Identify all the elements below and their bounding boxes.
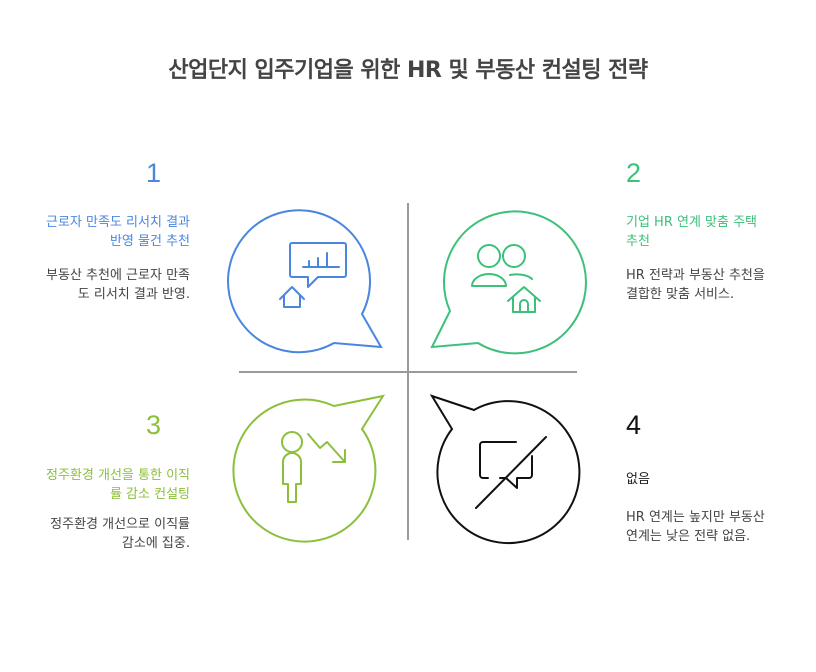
quadrant-3-description: 정주환경 개선으로 이직률 감소에 집중. <box>50 517 190 551</box>
quadrant-1-heading: 근로자 만족도 리서치 결과 반영 물건 추천 <box>46 215 190 249</box>
quadrant-3-number: 3 <box>146 410 162 440</box>
quadrant-2-speech-bubble <box>430 210 587 355</box>
quadrant-2-number: 2 <box>626 158 642 188</box>
quadrant-4-number: 4 <box>626 410 642 440</box>
quadrant-3-speech-bubble <box>232 394 386 543</box>
page-title: 산업단지 입주기업을 위한 HR 및 부동산 컨설팅 전략 <box>168 58 648 83</box>
quadrant-1-description: 부동산 추천에 근로자 만족도 리서치 결과 반영. <box>46 268 190 302</box>
person-trend-down-icon <box>281 431 346 503</box>
quadrant-3-heading: 정주환경 개선을 통한 이직률 감소 컨설팅 <box>46 468 190 502</box>
message-off-icon <box>475 436 547 509</box>
quadrant-2-description: HR 전략과 부동산 추천을 결합한 맞춤 서비스. <box>626 268 765 302</box>
quadrant-4-description: HR 연계는 높지만 부동산 연계는 낮은 전략 없음. <box>626 510 765 544</box>
people-house-icon <box>471 244 541 313</box>
quadrant-2-heading: 기업 HR 연계 맞춤 주택추천 <box>626 215 758 249</box>
quadrant-4-speech-bubble <box>429 394 581 545</box>
quadrant-4-heading: 없음 <box>626 472 650 487</box>
quadrant-1-number: 1 <box>146 158 162 188</box>
horizontal-divider <box>239 371 577 373</box>
chart-message-house-icon <box>279 242 347 308</box>
quadrant-1-speech-bubble <box>227 209 383 354</box>
